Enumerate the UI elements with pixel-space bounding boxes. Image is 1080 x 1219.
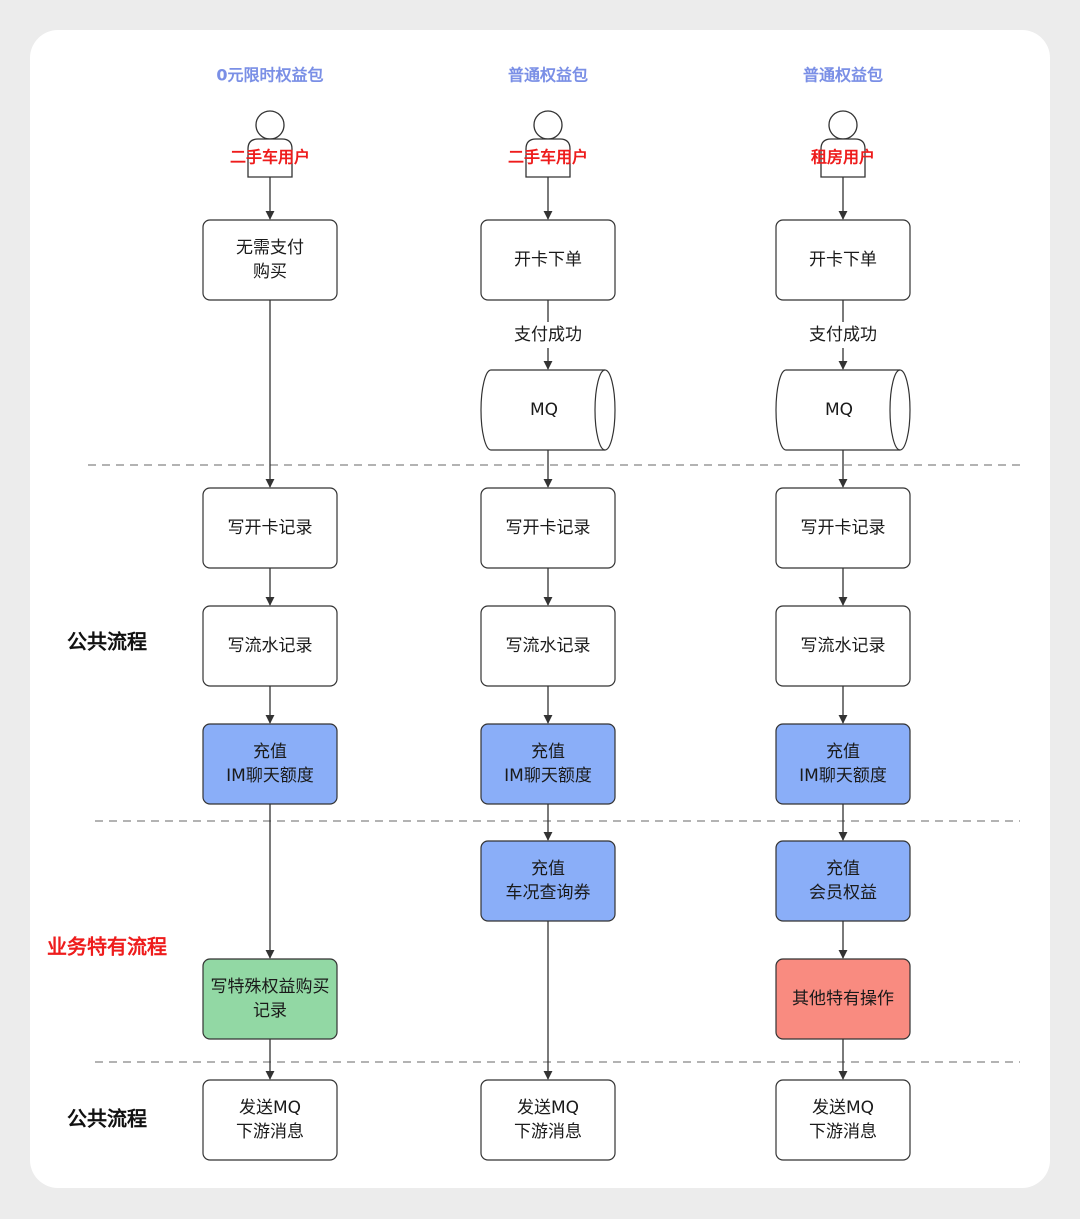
edge-label-bg — [510, 322, 586, 348]
section-label: 业务特有流程 — [47, 935, 167, 959]
node-send — [775, 1079, 911, 1161]
node-card — [480, 487, 616, 569]
node-start — [775, 219, 911, 301]
node-special-text: 记录 — [253, 1001, 287, 1021]
node-recharge-text: IM聊天额度 — [504, 766, 592, 786]
node-card — [775, 487, 911, 569]
user-icon — [820, 110, 866, 178]
node-start-text: 开卡下单 — [809, 250, 877, 270]
node-start-text: 无需支付 — [236, 238, 304, 258]
user-label: 租房用户 — [811, 148, 875, 167]
node-special — [480, 840, 616, 922]
user-label: 二手车用户 — [508, 148, 588, 167]
column-header: 普通权益包 — [803, 66, 883, 85]
user-icon — [247, 110, 293, 178]
node-recharge — [775, 723, 911, 805]
node-flow-text: 写流水记录 — [801, 636, 886, 656]
node-send-text: 发送MQ — [812, 1098, 874, 1118]
node-card — [202, 487, 338, 569]
node-card-text: 写开卡记录 — [801, 518, 886, 538]
section-label: 公共流程 — [67, 1107, 147, 1131]
node-start-text: 开卡下单 — [514, 250, 582, 270]
node-flow — [480, 605, 616, 687]
node-send-text: 下游消息 — [236, 1122, 304, 1142]
node-special2-text: 其他特有操作 — [792, 989, 894, 1009]
node-card-text: 写开卡记录 — [228, 518, 313, 538]
node-start-text: 购买 — [253, 262, 287, 282]
edge-label-bg — [805, 322, 881, 348]
mq-queue — [480, 369, 616, 451]
node-special1-text: 会员权益 — [809, 883, 877, 903]
column-header: 普通权益包 — [508, 66, 588, 85]
node-special1-text: 充值 — [826, 859, 860, 879]
node-mq-text: MQ — [825, 400, 853, 420]
node-flow — [775, 605, 911, 687]
node-send — [202, 1079, 338, 1161]
node-send — [480, 1079, 616, 1161]
node-recharge — [202, 723, 338, 805]
edge-label-payment-success: 支付成功 — [809, 325, 877, 345]
node-send-text: 下游消息 — [809, 1122, 877, 1142]
node-recharge-text: 充值 — [531, 742, 565, 762]
node-special — [202, 958, 338, 1040]
node-special-text: 写特殊权益购买 — [211, 977, 330, 997]
node-send-text: 下游消息 — [514, 1122, 582, 1142]
node-special2 — [775, 958, 911, 1040]
node-special1 — [775, 840, 911, 922]
node-recharge-text: 充值 — [253, 742, 287, 762]
mq-queue — [775, 369, 911, 451]
node-recharge-text: IM聊天额度 — [799, 766, 887, 786]
user-icon — [525, 110, 571, 178]
node-recharge-text: IM聊天额度 — [226, 766, 314, 786]
node-mq-text: MQ — [530, 400, 558, 420]
column-header: 0元限时权益包 — [216, 66, 323, 85]
node-flow-text: 写流水记录 — [506, 636, 591, 656]
node-special-text: 车况查询券 — [506, 883, 591, 903]
node-recharge-text: 充值 — [826, 742, 860, 762]
user-label: 二手车用户 — [230, 148, 310, 167]
node-flow — [202, 605, 338, 687]
node-start — [480, 219, 616, 301]
node-send-text: 发送MQ — [517, 1098, 579, 1118]
node-send-text: 发送MQ — [239, 1098, 301, 1118]
edge-label-payment-success: 支付成功 — [514, 325, 582, 345]
node-recharge — [480, 723, 616, 805]
node-start — [202, 219, 338, 301]
node-card-text: 写开卡记录 — [506, 518, 591, 538]
node-flow-text: 写流水记录 — [228, 636, 313, 656]
section-label: 公共流程 — [67, 630, 147, 654]
node-special-text: 充值 — [531, 859, 565, 879]
